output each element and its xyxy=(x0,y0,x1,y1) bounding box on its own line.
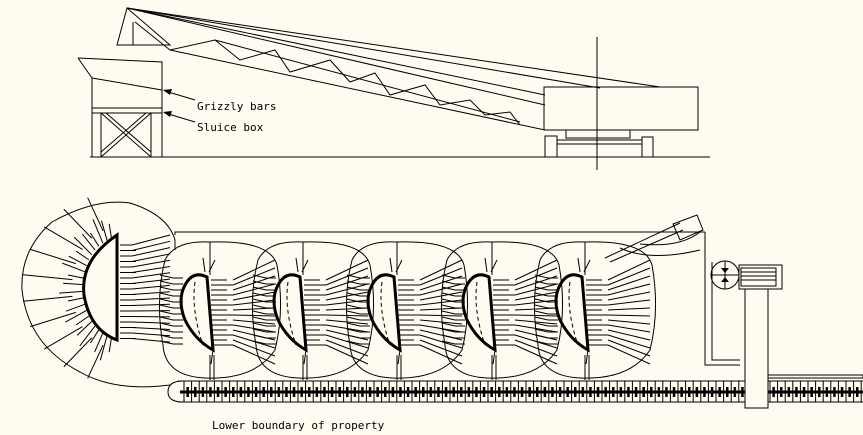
giant-nozzle xyxy=(672,214,704,241)
ditch-right xyxy=(704,232,740,366)
sluice-box xyxy=(91,107,163,114)
dredge-body xyxy=(543,37,699,170)
water-jet xyxy=(68,255,87,267)
lower-boundary-label: Lower boundary of property xyxy=(212,419,385,432)
discharge-column xyxy=(744,288,769,409)
pit-face xyxy=(366,273,402,353)
water-jet xyxy=(92,219,104,244)
dredge-boom xyxy=(116,7,661,131)
pit-2 xyxy=(158,241,282,380)
arrow-head xyxy=(163,111,172,117)
hydraulic-giant xyxy=(604,214,704,263)
arrow-head xyxy=(163,89,172,95)
elevation-view: Grizzly bars Sluice box xyxy=(77,7,710,170)
grizzly-bars xyxy=(91,77,163,91)
water-jet xyxy=(67,297,84,302)
water-jet xyxy=(82,233,96,251)
water-jet xyxy=(89,232,100,247)
water-jet xyxy=(99,335,108,361)
water-jet xyxy=(62,262,85,273)
pit-face xyxy=(179,273,215,353)
pump-station xyxy=(710,260,783,409)
grizzly-bars-label: Grizzly bars xyxy=(197,100,276,113)
water-jet xyxy=(89,329,100,344)
water-jet xyxy=(108,223,113,240)
pit-6 xyxy=(533,241,657,380)
ditch-upper xyxy=(174,231,705,235)
water-jet xyxy=(73,236,93,256)
water-jet xyxy=(63,282,83,286)
grizzly-bars-callout: Grizzly bars xyxy=(163,89,276,113)
water-jet xyxy=(67,274,84,279)
water-jet xyxy=(75,315,90,326)
water-jet xyxy=(79,325,96,347)
boundary-flume xyxy=(167,374,863,403)
pit-face xyxy=(272,273,308,353)
sluice-tower xyxy=(77,57,163,158)
water-jet xyxy=(65,309,87,323)
plan-view: Lower boundary of property xyxy=(21,197,863,432)
pit-face xyxy=(554,273,590,353)
pit-4 xyxy=(345,241,469,380)
water-jet xyxy=(59,290,83,294)
water-jet xyxy=(65,303,85,312)
water-jet xyxy=(75,250,90,261)
sluice-box-label: Sluice box xyxy=(197,121,264,134)
water-jet xyxy=(100,220,108,241)
water-jet xyxy=(94,332,104,353)
water-jet xyxy=(108,336,113,353)
pit-5 xyxy=(440,241,564,380)
pit-1 xyxy=(21,197,176,388)
water-jet xyxy=(76,320,93,336)
sluice-box-callout: Sluice box xyxy=(163,111,264,134)
